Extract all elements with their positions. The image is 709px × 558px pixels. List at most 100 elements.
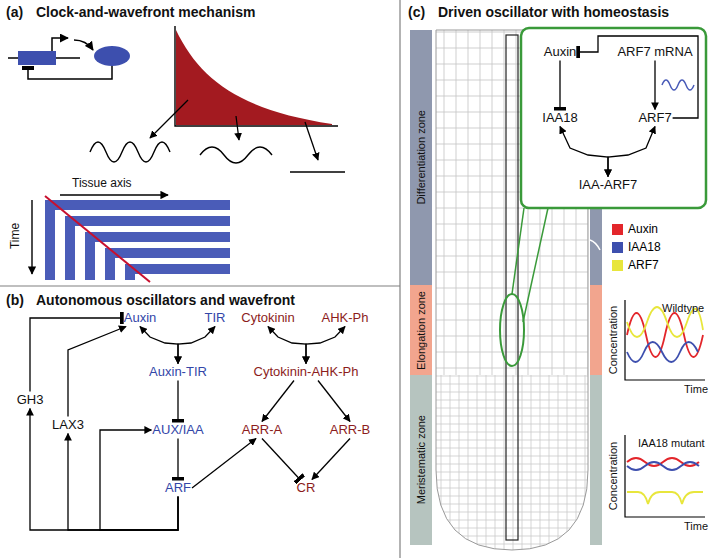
axis-label: Tissue axis [72,177,132,191]
activation-connector [654,61,655,110]
node-text: IAA-ARF7 [579,177,638,192]
inhibition-connector [177,381,178,422]
cell-grid [436,375,588,555]
gene-box [18,51,56,65]
panel-title: Autonomous oscillators and wavefront [36,292,295,308]
divider-line [0,285,400,286]
molecule-label: ARF [165,481,191,496]
zone-name: Differentiation zone [415,110,428,205]
stripe [125,264,230,274]
stripe [85,232,95,280]
oscillation-wave [90,142,170,162]
translation-arrow [74,40,93,50]
node-text: ARR-B [330,422,370,437]
activation-connector [608,127,655,177]
stripe [45,200,55,280]
activation-connector [140,327,178,364]
legend-item: Auxin [612,222,658,236]
axis-arrow [31,200,32,274]
plot-title: Wildtype [662,302,704,315]
repression-line [28,66,112,79]
molecule-label: AHK-Ph [322,311,369,326]
activation-connector [312,439,350,480]
legend-text: Auxin [628,222,658,236]
arf7-curve [627,492,703,504]
oscillation-wave [200,147,272,163]
axis-label: Time [684,520,708,533]
response-label: CR [297,481,316,496]
node-text: AUX/IAA [152,422,203,437]
gene-circuit [8,38,130,79]
inhibition-connector [577,36,698,118]
legend-text: IAA18 [628,240,661,254]
zoom-leader [512,208,524,294]
plot-axes [625,300,705,380]
iaa18-curve [627,342,698,362]
plot-title: IAA18 mutant [638,437,705,450]
stripe [65,216,75,280]
node-text: GH3 [17,392,44,407]
zone-name: Meristematic zone [415,415,428,504]
complex-label: Cytokinin-AHK-Ph [254,365,359,380]
molecule-label: ARF7 [638,111,671,126]
kymograph [32,195,230,282]
panel-letter: (a) [6,4,23,20]
activation-connector [268,327,306,364]
activation-connector [262,381,294,422]
legend-text: ARF7 [628,258,659,272]
iaa18-curve [627,462,699,470]
stripe [65,216,230,226]
divider-line [399,0,400,558]
molecule-label: AUX/IAA [152,423,203,438]
axis-arrow [60,194,168,195]
node-text: CR [297,480,316,495]
node-text: Cytokinin [241,310,294,325]
molecule-label: Auxin [544,45,577,60]
zone-band: Differentiation zone [410,30,432,285]
molecule-label: ARF7 mRNA [617,45,692,60]
zone-name: Elongation zone [415,291,428,370]
pointer-arrow [305,122,318,160]
axis-label: Time [9,223,23,249]
molecule-label: IAA18 [542,111,577,126]
molecule-label: ARR-A [242,423,282,438]
flat-line [290,171,345,172]
node-text: Auxin [124,310,157,325]
inset-frame [521,28,706,208]
wavefront-line [45,196,150,282]
panel-letter: (c) [408,4,425,20]
stripe-set [45,200,230,280]
zone-band: Elongation zone [410,285,432,375]
node-text: AHK-Ph [322,310,369,325]
root-hair [590,240,600,250]
pointer-arrow [150,100,188,138]
node-text: ARF [165,480,191,495]
molecule-label: ARR-B [330,423,370,438]
gradient-fill [176,30,332,125]
activation-connector [318,381,350,422]
inhibition-connector [177,439,178,480]
axis-label: Concentration [607,442,620,511]
complex-label: IAA-ARF7 [579,178,638,193]
pointer-arrow [236,116,239,140]
legend-swatch [612,260,623,271]
stripe [85,232,230,242]
node-text: Auxin-TIR [149,364,207,379]
node-text: Auxin [544,44,577,59]
activation-connector [68,327,126,417]
zone-band: Meristematic zone [410,375,432,545]
complex-label: Auxin-TIR [149,365,207,380]
auxin-curve [627,313,703,357]
activation-connector [560,127,608,177]
zone-strip [590,375,602,545]
activation-connector [68,434,178,531]
activation-connector [306,327,345,364]
gradient-axes [175,26,338,126]
legend-item: IAA18 [612,240,661,254]
axis-label: Concentration [607,306,620,375]
node-text: ARF7 [638,110,671,125]
stripe [45,200,230,210]
inhibition-connector [30,318,123,392]
